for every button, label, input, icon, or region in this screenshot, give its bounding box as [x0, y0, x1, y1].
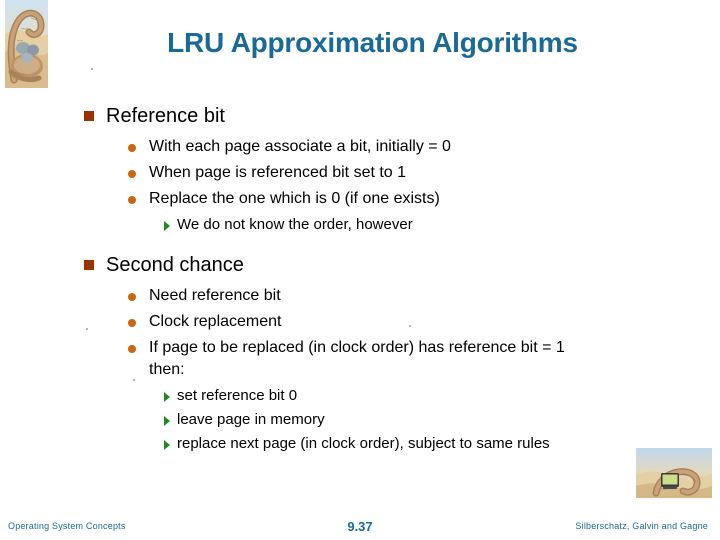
bullet-text: Reference bit — [106, 105, 225, 127]
bullet-level1-second-chance: Second chance — [84, 252, 684, 279]
dot-bullet-icon — [128, 188, 149, 204]
page-title: LRU Approximation Algorithms — [167, 27, 578, 58]
bullet-text: When page is referenced bit set to 1 — [149, 164, 407, 181]
square-bullet-icon — [84, 103, 106, 121]
square-bullet-icon — [84, 252, 106, 270]
dot-bullet-icon — [128, 337, 149, 353]
bullet-level2-clock-replacement: Clock replacement — [128, 311, 684, 333]
dinosaur-with-computer-art-image — [636, 448, 712, 498]
bullet-level3-set-reference-bit-0: set reference bit 0 — [164, 385, 684, 406]
scan-artifact — [409, 325, 411, 327]
triangle-bullet-icon — [164, 385, 177, 402]
dinosaur-cover-art-image — [5, 0, 48, 88]
bullet-level2-referenced-bit-set: When page is referenced bit set to 1 — [128, 162, 684, 184]
bullet-level1-reference-bit: Reference bit — [84, 103, 684, 130]
bullet-text: replace next page (in clock order), subj… — [177, 435, 550, 452]
bullet-text: Second chance — [106, 254, 244, 276]
triangle-bullet-icon — [164, 409, 177, 426]
scan-artifact — [86, 328, 88, 330]
dot-bullet-icon — [128, 136, 149, 152]
triangle-bullet-icon — [164, 214, 177, 231]
dot-bullet-icon — [128, 311, 149, 327]
bullet-text: leave page in memory — [177, 411, 325, 428]
scan-artifact — [91, 68, 93, 70]
bullet-level3-order-unknown: We do not know the order, however — [164, 214, 684, 235]
bullet-level2-associate-bit: With each page associate a bit, initiall… — [128, 136, 684, 158]
dot-bullet-icon — [128, 162, 149, 178]
scan-artifact — [133, 379, 135, 381]
bullet-text: If page to be replaced (in clock order) … — [149, 339, 565, 378]
bullet-level2-need-reference-bit: Need reference bit — [128, 285, 684, 307]
bullet-text: We do not know the order, however — [177, 216, 413, 233]
bullet-level3-leave-page-in-memory: leave page in memory — [164, 409, 684, 430]
bullet-level3-replace-next-page: replace next page (in clock order), subj… — [164, 433, 634, 454]
slide-body: Reference bit With each page associate a… — [84, 103, 684, 457]
bullet-text: With each page associate a bit, initiall… — [149, 138, 451, 155]
bullet-text: Replace the one which is 0 (if one exist… — [149, 190, 440, 207]
bullet-text: set reference bit 0 — [177, 387, 298, 404]
dot-bullet-icon — [128, 285, 149, 301]
footer-slide-number: 9.37 — [347, 519, 373, 534]
bullet-level2-replace-zero: Replace the one which is 0 (if one exist… — [128, 188, 684, 210]
triangle-bullet-icon — [164, 433, 177, 450]
footer-book-title: Operating System Concepts — [8, 521, 126, 531]
bullet-text: Clock replacement — [149, 313, 282, 330]
bullet-text: Need reference bit — [149, 287, 281, 304]
bullet-level2-if-page-replaced: If page to be replaced (in clock order) … — [128, 337, 583, 381]
footer-authors: Silberschatz, Galvin and Gagne — [575, 521, 708, 531]
